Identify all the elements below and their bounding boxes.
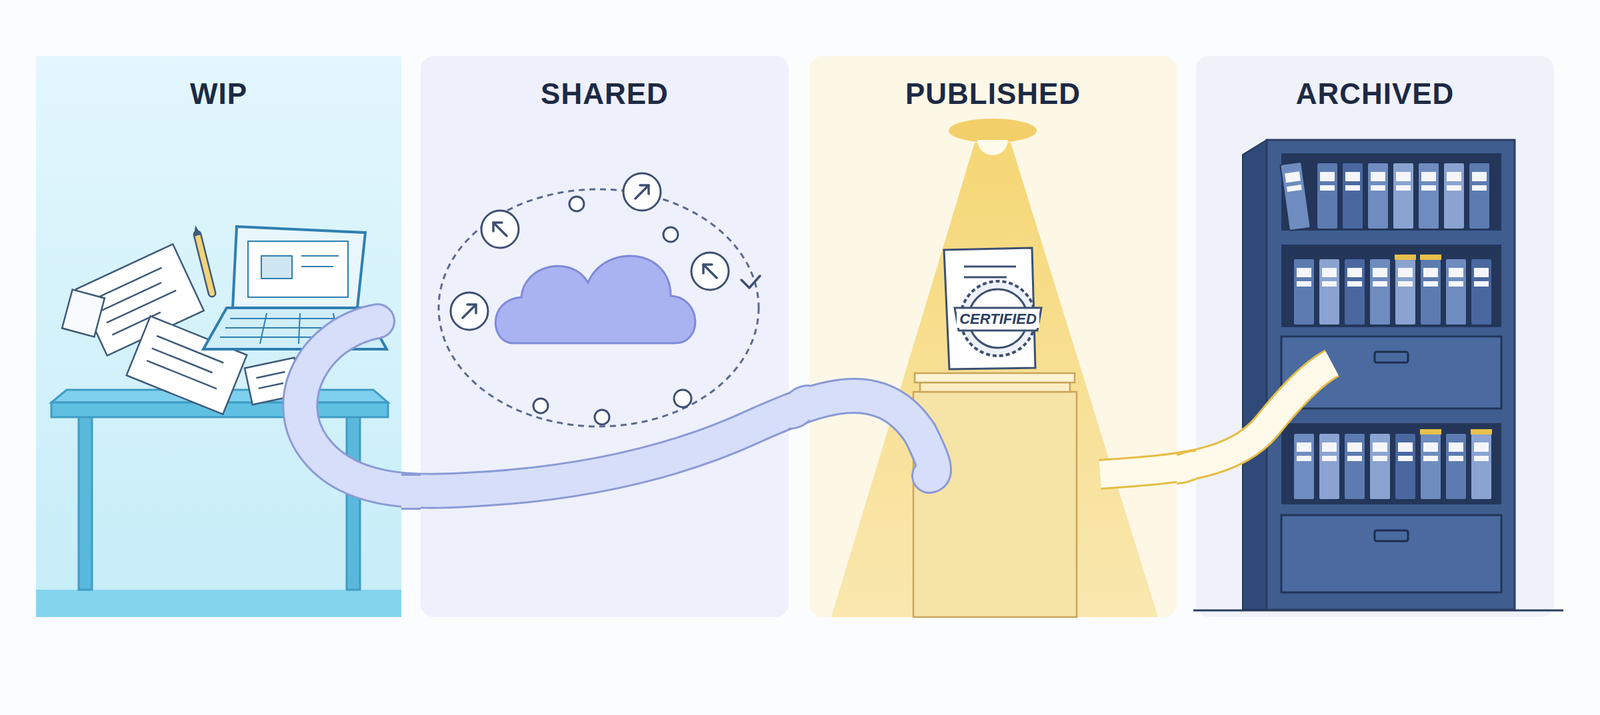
stage-panel: ARCHIVED (1196, 56, 1554, 618)
wip-floor (36, 590, 402, 618)
stage-panel: PUBLISHED (809, 56, 1177, 618)
stage-heading: ARCHIVED (1196, 77, 1554, 112)
certificate (944, 248, 1042, 370)
flow-ribbon (1176, 465, 1196, 470)
ribbon-edge (788, 402, 810, 412)
stage-heading: PUBLISHED (809, 77, 1177, 112)
ribbon-edge (401, 474, 421, 510)
ribbon-fill (788, 402, 810, 412)
pedestal (913, 373, 1077, 618)
pencil (194, 225, 212, 294)
shared-ground (420, 56, 789, 618)
flow-ribbon (401, 492, 421, 493)
ribbon-fill (401, 476, 421, 508)
stage-heading: SHARED (420, 77, 789, 112)
cloud-network (438, 173, 760, 427)
ribbon-fill (1176, 465, 1196, 470)
cabinet (1193, 140, 1564, 611)
flow-ribbon (300, 321, 1332, 492)
stage-heading: WIP (36, 77, 402, 112)
flow-ribbon (788, 402, 810, 412)
stage-panel: SHARED (420, 56, 789, 618)
archived-ground (1196, 56, 1554, 618)
spotlight (831, 118, 1158, 618)
stage-panel: WIP (36, 56, 402, 618)
stamp-text: CERTIFIED (956, 310, 1040, 328)
published-ground (809, 56, 1177, 618)
ribbon-edge (1176, 465, 1196, 470)
